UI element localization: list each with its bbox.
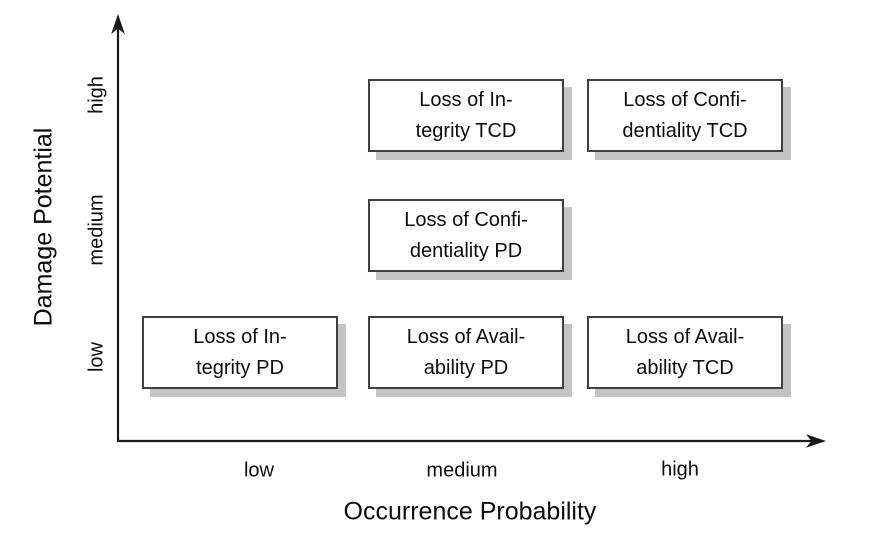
node-loss-of-integrity-pd: Loss of In- tegrity PD bbox=[142, 316, 338, 389]
node-text-line: dentiality PD bbox=[409, 239, 523, 262]
node-text-line: Loss of In- bbox=[193, 325, 287, 348]
y-tick-medium: medium bbox=[85, 194, 108, 266]
x-axis-title: Occurrence Probability bbox=[343, 497, 597, 526]
node-text-line: tegrity TCD bbox=[415, 119, 517, 142]
node-loss-of-confidentiality-tcd: Loss of Confi- dentiality TCD bbox=[587, 79, 783, 152]
x-tick-high: high bbox=[661, 458, 699, 481]
y-tick-low: low bbox=[85, 341, 108, 373]
y-axis-title: Damage Potential bbox=[29, 127, 58, 327]
node-loss-of-integrity-tcd: Loss of In- tegrity TCD bbox=[368, 79, 564, 152]
y-axis-arrowhead-icon bbox=[111, 14, 125, 34]
node-loss-of-availability-pd: Loss of Avail- ability PD bbox=[368, 316, 564, 389]
node-text-line: dentiality TCD bbox=[622, 119, 748, 142]
node-text-line: Loss of Confi- bbox=[623, 88, 747, 111]
y-tick-high: high bbox=[85, 76, 108, 114]
node-text-line: Loss of Avail- bbox=[625, 325, 745, 348]
node-text-line: ability PD bbox=[423, 356, 509, 379]
node-text-line: Loss of Confi- bbox=[404, 208, 528, 231]
x-tick-low: low bbox=[243, 459, 275, 482]
x-tick-medium: medium bbox=[426, 459, 498, 482]
node-loss-of-confidentiality-pd: Loss of Confi- dentiality PD bbox=[368, 199, 564, 272]
node-text-line: Loss of Avail- bbox=[406, 325, 526, 348]
node-text-line: Loss of In- bbox=[419, 88, 513, 111]
node-text-line: ability TCD bbox=[636, 356, 734, 379]
node-loss-of-availability-tcd: Loss of Avail- ability TCD bbox=[587, 316, 783, 389]
x-axis-arrowhead-icon bbox=[806, 434, 826, 448]
node-text-line: tegrity PD bbox=[196, 356, 284, 379]
